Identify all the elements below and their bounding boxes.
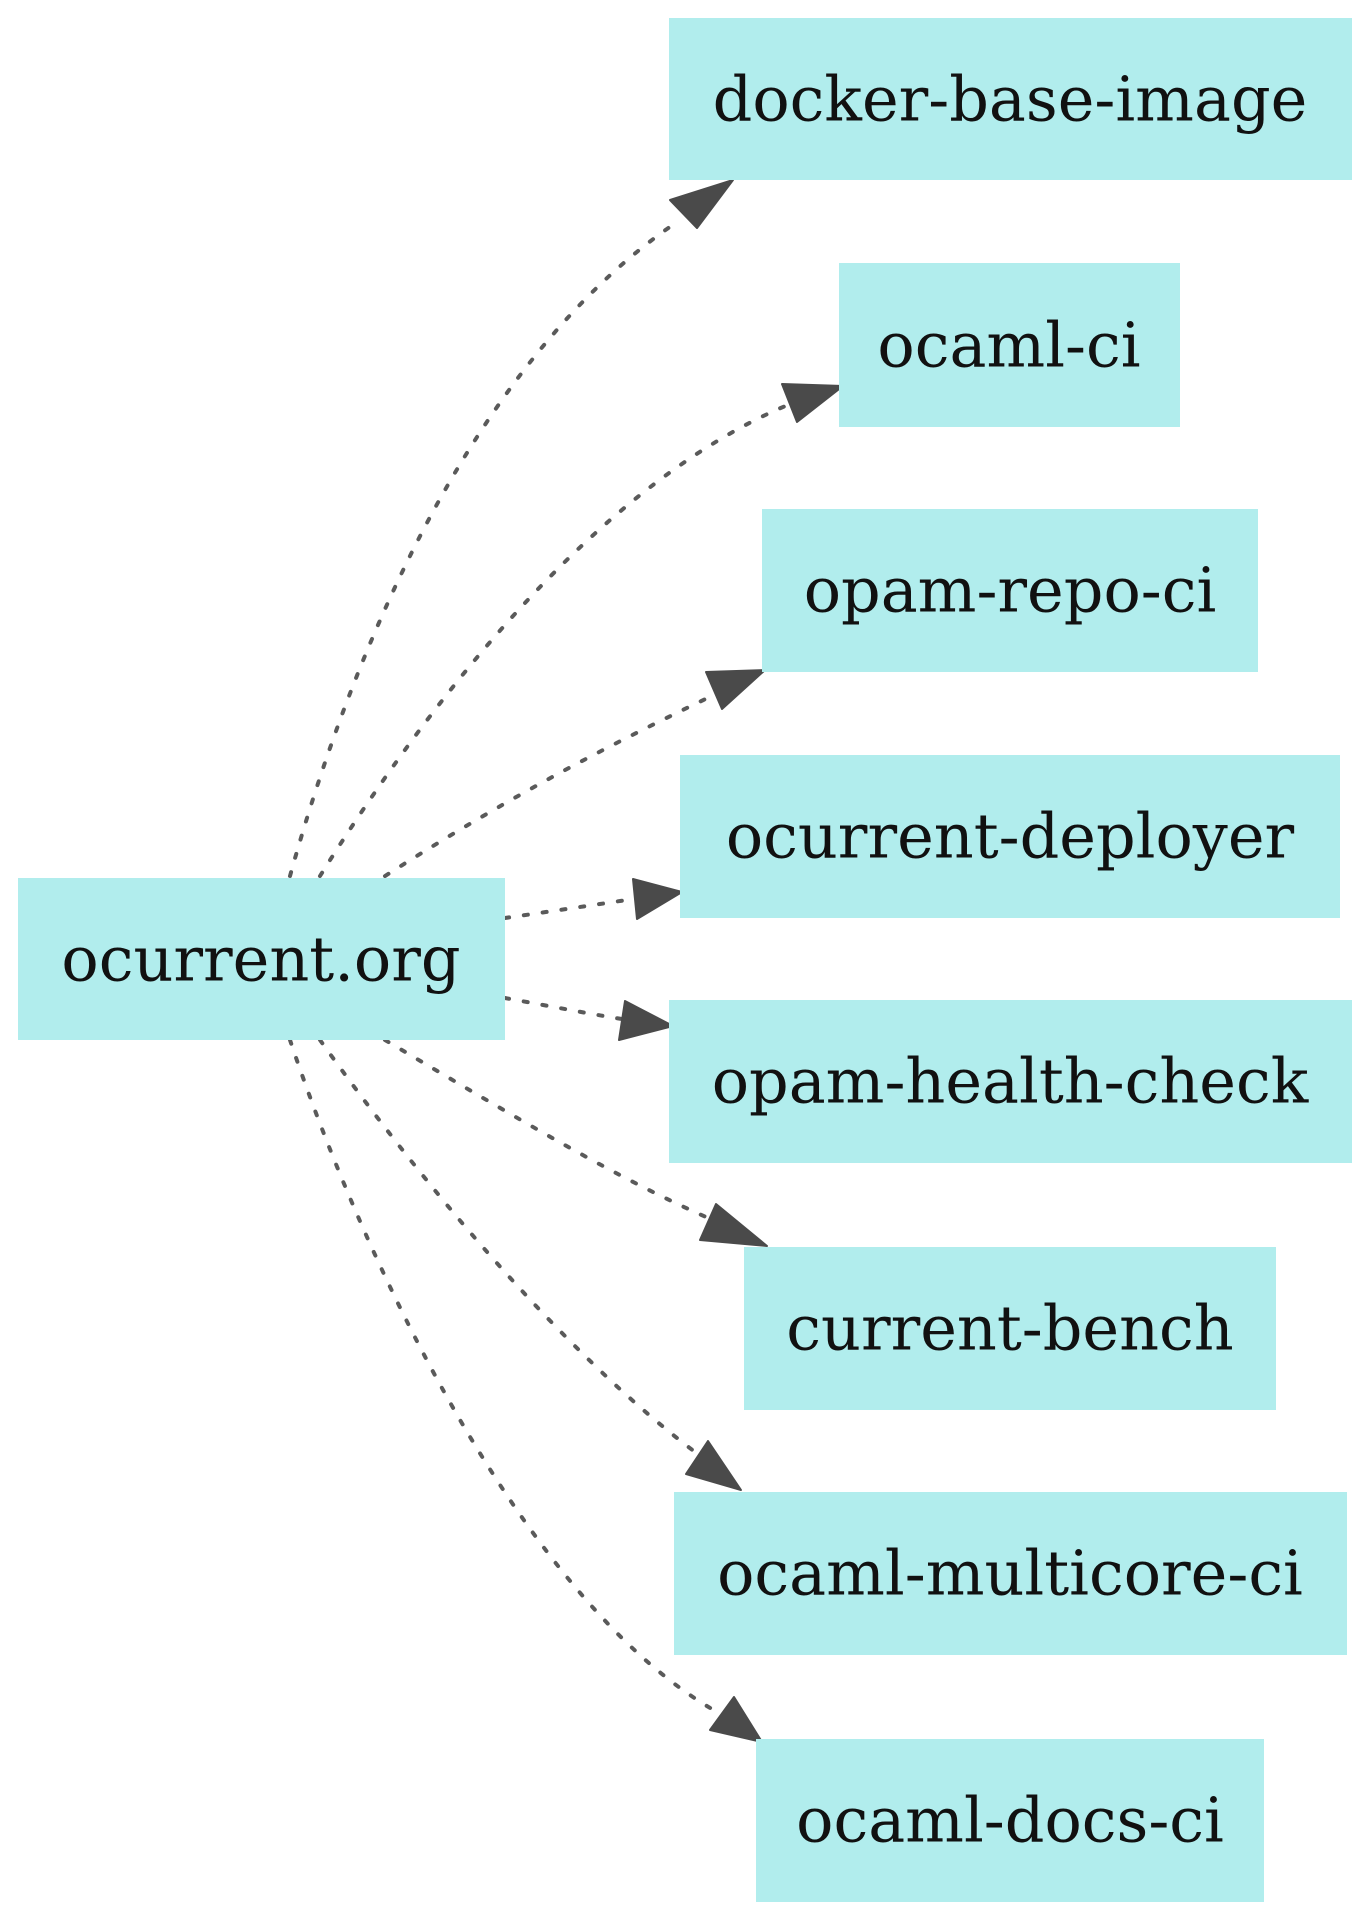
node-label: ocurrent.org xyxy=(61,923,460,996)
edge-ocaml-multicore-ci xyxy=(318,1038,742,1491)
node-label: opam-repo-ci xyxy=(804,554,1217,627)
node-opam-repo-ci: opam-repo-ci xyxy=(762,509,1258,672)
node-box xyxy=(674,1492,1347,1655)
edge-current-bench xyxy=(383,1038,768,1247)
node-label: ocaml-docs-ci xyxy=(796,1784,1224,1857)
node-ocaml-docs-ci: ocaml-docs-ci xyxy=(756,1739,1264,1902)
node-label: ocaml-ci xyxy=(877,309,1140,382)
node-box xyxy=(756,1739,1264,1902)
node-ocaml-ci: ocaml-ci xyxy=(839,263,1180,427)
node-opam-health-check: opam-health-check xyxy=(669,1000,1352,1163)
node-box xyxy=(669,18,1352,180)
node-box xyxy=(744,1247,1276,1410)
node-box xyxy=(680,755,1340,918)
node-box xyxy=(669,1000,1352,1163)
node-box xyxy=(762,509,1258,672)
edges xyxy=(288,179,844,1743)
edge-ocurrent-deployer xyxy=(503,878,683,920)
edge-ocaml-docs-ci xyxy=(288,1038,763,1743)
node-label: ocaml-multicore-ci xyxy=(717,1537,1303,1610)
node-box xyxy=(839,263,1180,427)
node-current-bench: current-bench xyxy=(744,1247,1276,1410)
node-label: opam-health-check xyxy=(712,1045,1309,1118)
node-label: ocurrent-deployer xyxy=(726,800,1295,873)
node-label: docker-base-image xyxy=(713,63,1308,136)
node-docker-base-image: docker-base-image xyxy=(669,18,1352,180)
node-ocurrent-org: ocurrent.org xyxy=(18,878,505,1040)
node-box xyxy=(18,878,505,1040)
node-ocaml-multicore-ci: ocaml-multicore-ci xyxy=(674,1492,1347,1655)
edge-docker-base-image xyxy=(288,179,734,878)
node-ocurrent-deployer: ocurrent-deployer xyxy=(680,755,1340,918)
edge-opam-health-check xyxy=(503,996,674,1041)
edge-opam-repo-ci xyxy=(383,669,766,878)
node-label: current-bench xyxy=(786,1292,1233,1365)
edge-ocaml-ci xyxy=(318,383,844,878)
